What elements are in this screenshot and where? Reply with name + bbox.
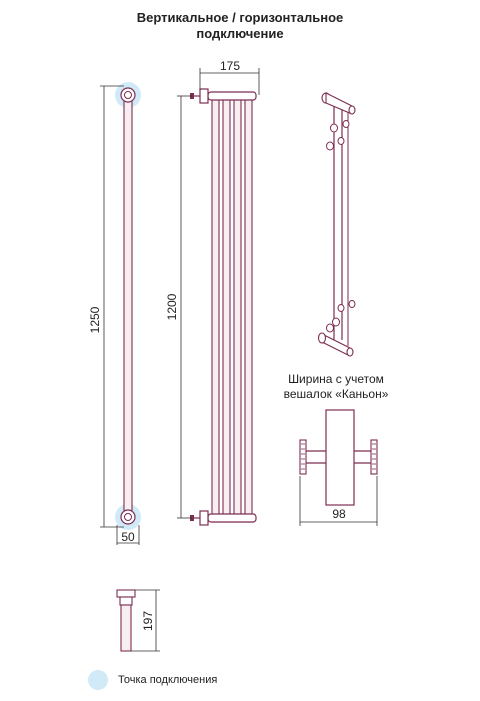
legend-connection-marker	[88, 670, 108, 690]
width-note-line2: вешалок «Каньон»	[283, 387, 389, 401]
dimension-1250-label: 1250	[88, 306, 102, 333]
front-view-four-pipes	[190, 88, 257, 526]
knob-left	[299, 439, 307, 475]
single-pipe	[123, 91, 133, 521]
pipe-4	[244, 93, 253, 523]
dimension-1250: 1250	[88, 85, 124, 528]
knob-right	[370, 439, 378, 475]
dimension-197-label: 197	[141, 611, 155, 631]
dimension-175-label: 175	[220, 59, 240, 73]
dimension-1200-label: 1200	[165, 293, 179, 320]
dimension-98-label: 98	[332, 507, 346, 521]
pipe-1	[211, 93, 220, 523]
dimension-98: 98	[299, 476, 378, 526]
hanger-detail	[299, 409, 378, 506]
dimension-50-label: 50	[121, 530, 135, 544]
dimension-175: 175	[199, 59, 260, 95]
dimension-197: 197	[131, 589, 160, 652]
pipe-2	[222, 93, 231, 523]
dimension-1200: 1200	[165, 95, 192, 519]
bracket-detail	[116, 589, 136, 652]
width-note-line1: Ширина с учетом	[288, 372, 384, 386]
hanger-body	[325, 409, 355, 506]
front-view-single-pipe	[115, 82, 141, 530]
width-note: Ширина с учетом вешалок «Каньон»	[278, 372, 394, 402]
legend-label: Точка подключения	[118, 674, 218, 686]
diagram-title-line1: Вертикальное / горизонтальное	[136, 10, 344, 25]
dimension-50: 50	[116, 525, 140, 545]
side-view	[317, 92, 356, 357]
diagram-title-line2: подключение	[196, 26, 284, 41]
pipe-3	[233, 93, 242, 523]
